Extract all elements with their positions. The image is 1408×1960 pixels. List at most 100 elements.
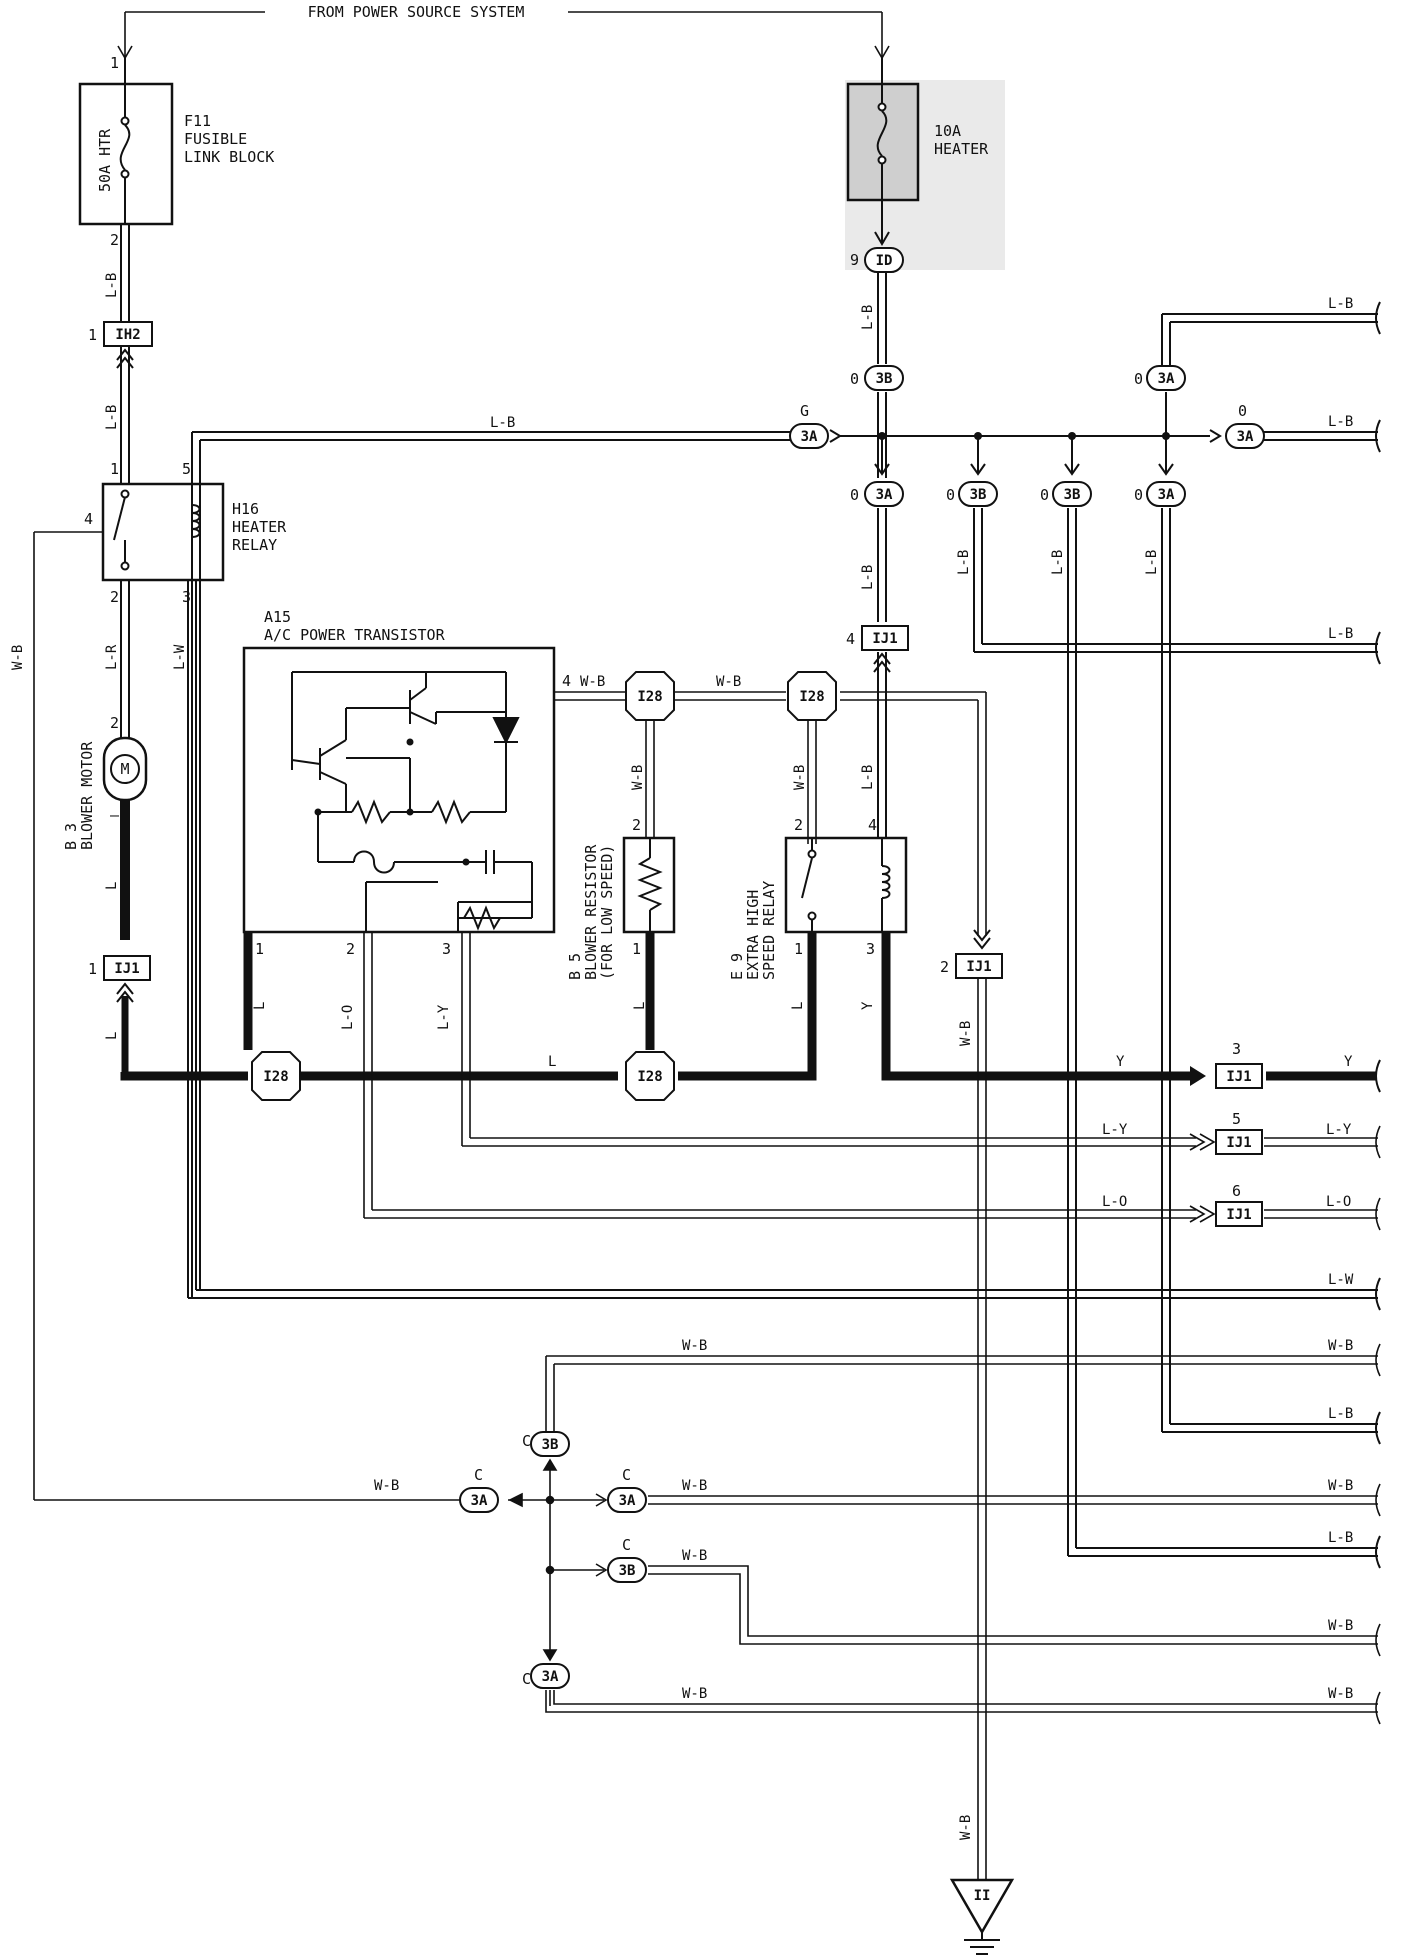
wire-lb-out-2-label: L-B (1328, 414, 1353, 430)
conn-3b-upper (864, 365, 904, 391)
wire-lb-label-v3: L-B (1144, 550, 1160, 575)
wire-lw (187, 580, 1381, 1311)
wire-lb-verticals (973, 508, 1381, 1569)
ij1-pin5 (1215, 1129, 1263, 1155)
wire-lb-f11-label-2: L-B (104, 405, 120, 430)
conn-3a-network-left (459, 1487, 499, 1513)
wire-wb-net-label-6: W-B (682, 1548, 707, 1564)
wire-wb-b5-e9 (645, 720, 817, 844)
f11-fuse-symbol (119, 58, 131, 224)
e9-pin4: 4 (868, 816, 877, 834)
heater-fuse-rating: 10A (934, 122, 961, 140)
wire-wb-ij1-label: W-B (958, 1021, 974, 1046)
wire-wb-net-label-7: W-B (1328, 1618, 1353, 1634)
wire-wb-pin4-label: W-B (10, 645, 26, 670)
wire-l-bus-label-1: L (252, 1002, 268, 1010)
conn-3a-top-right-label: 3A (1158, 371, 1175, 387)
ih2-arrow (116, 348, 134, 369)
conn-3b-drop2-pin: 0 (946, 486, 955, 504)
b5-name-line2: (FOR LOW SPEED) (598, 845, 616, 980)
wire-lw-label-v: L-W (172, 644, 188, 670)
ij1-pin4-arrow (873, 652, 891, 673)
wire-wb-a15 (554, 691, 987, 936)
ground-ii-label: II (974, 1888, 991, 1904)
wire-lb-f11 (120, 224, 130, 484)
h16-pin3: 3 (182, 588, 191, 606)
ij1-pin3-num: 3 (1232, 1040, 1241, 1058)
bus-drop-arrows (874, 436, 1174, 476)
f11-name-line1: FUSIBLE (184, 130, 247, 148)
conn-3a-top-right (1146, 365, 1186, 391)
conn-3a-bus-left-pin: G (800, 402, 809, 420)
conn-3a-network-bottom-label: 3A (542, 1669, 559, 1685)
conn-3a-drop4 (1146, 481, 1186, 507)
e9-code: E 9 (728, 953, 746, 980)
i28-upper-left-label: I28 (637, 689, 662, 705)
wire-wb-net-label-2: W-B (1328, 1338, 1353, 1354)
conn-3b-network-top (530, 1431, 570, 1457)
wire-y-label-2: Y (1344, 1054, 1353, 1070)
wire-wb-net-label-5: W-B (1328, 1478, 1353, 1494)
ground-symbol (964, 1932, 1000, 1955)
a15-pin3: 3 (442, 940, 451, 958)
conn-3b-drop3-label: 3B (1064, 487, 1081, 503)
wire-y-label-1: Y (1116, 1054, 1125, 1070)
i28-lower-right (625, 1051, 675, 1101)
b3-pin2: 2 (110, 714, 119, 732)
wire-ly-label-v: L-Y (436, 1004, 452, 1030)
h16-pin4: 4 (84, 510, 93, 528)
b3-code: B 3 (62, 823, 80, 850)
wire-lb-heater-feed (877, 272, 887, 838)
wire-wb-net-label-8: W-B (682, 1686, 707, 1702)
b3-pin-neg: – (110, 806, 120, 824)
conn-3b-drop3-pin: 0 (1040, 486, 1049, 504)
h16-pin5: 5 (182, 460, 191, 478)
conn-3a-network-right-pin: C (622, 1466, 631, 1484)
e9-pin1: 1 (794, 940, 803, 958)
a15-code: A15 (264, 608, 291, 626)
conn-3a-network-right-label: 3A (619, 1493, 636, 1509)
ij1-pin2-label: IJ1 (966, 959, 991, 975)
a15-pin4: 4 (562, 672, 571, 690)
wire-lb-label-1: L-B (860, 305, 876, 330)
ij1-pin1 (103, 955, 151, 981)
f11-name-line2: LINK BLOCK (184, 148, 274, 166)
b3-motor-symbol (110, 754, 140, 784)
i28-upper-right (787, 671, 837, 721)
ij1-pin4-label: IJ1 (872, 631, 897, 647)
wire-lb-f11-label: L-B (104, 273, 120, 298)
wire-lb-label-v4: L-B (860, 565, 876, 590)
id-connector-pin: 9 (850, 251, 859, 269)
ih2-connector-label: IH2 (115, 327, 140, 343)
ij1-pin3-label: IJ1 (1226, 1069, 1251, 1085)
conn-3b-network-top-label: 3B (542, 1437, 559, 1453)
a15-pin2: 2 (346, 940, 355, 958)
ij1-pin6-label: IJ1 (1226, 1207, 1251, 1223)
wire-wb-net-label-1: W-B (682, 1338, 707, 1354)
i28-lower-right-label: I28 (637, 1069, 662, 1085)
a15-transistor-box (242, 646, 556, 934)
wire-lo (363, 932, 1381, 1231)
wire-y-label-v: Y (860, 1001, 876, 1010)
ih2-connector (103, 321, 153, 347)
conn-3a-network-right (607, 1487, 647, 1513)
i28-lower-left-label: I28 (263, 1069, 288, 1085)
e9-pin3: 3 (866, 940, 875, 958)
wire-lb-label-v1: L-B (956, 550, 972, 575)
b5-pin2: 2 (632, 816, 641, 834)
conn-3a-bus-right (1225, 423, 1265, 449)
conn-3a-top-right-pin: 0 (1134, 370, 1143, 388)
wire-lb-out-1-label: L-B (1328, 296, 1353, 312)
conn-3a-network-bottom-pin: C (522, 1670, 531, 1688)
wire-l-bus-label-2: L (632, 1002, 648, 1010)
h16-pin2: 2 (110, 588, 119, 606)
ij1-pin1-label: IJ1 (114, 961, 139, 977)
ih2-pin-num: 1 (88, 326, 97, 344)
conn-3a-drop1-pin: 0 (850, 486, 859, 504)
wire-lb-out-4-label: L-B (1328, 1406, 1353, 1422)
wire-y (881, 932, 1376, 1081)
power-source-label: FROM POWER SOURCE SYSTEM (308, 3, 525, 21)
wire-lo-label-1: L-O (1102, 1194, 1127, 1210)
ij1-pin5-num: 5 (1232, 1110, 1241, 1128)
wire-wb-ground (977, 978, 987, 1880)
